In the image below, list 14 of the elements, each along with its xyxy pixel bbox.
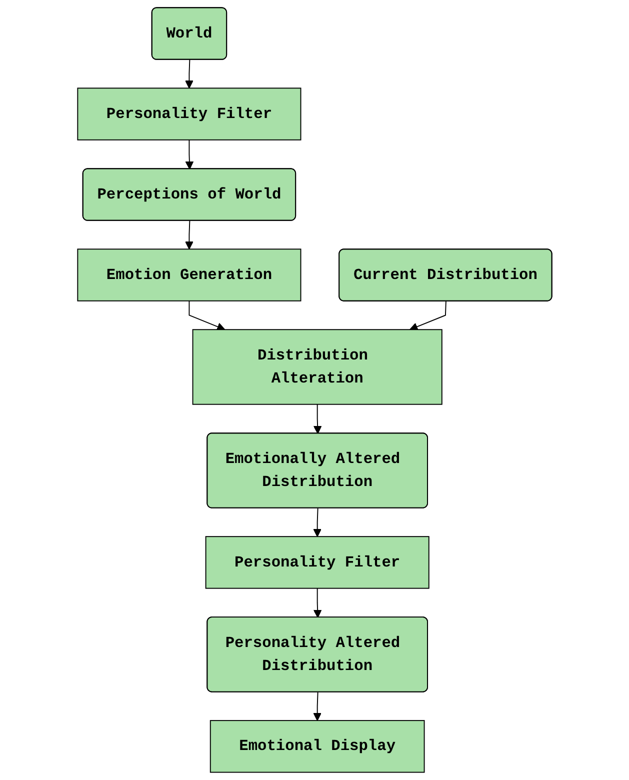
arrow <box>409 300 446 331</box>
arrow <box>313 404 322 434</box>
node-box: Emotional Display <box>210 720 425 773</box>
arrow <box>184 220 194 250</box>
arrow <box>184 139 194 170</box>
arrow <box>184 59 194 89</box>
arrow <box>188 300 225 331</box>
node-box: Personality Filter <box>76 88 301 140</box>
arrow <box>312 692 322 721</box>
node-box: Emotion Generation <box>76 248 301 302</box>
node-box: Distribution Alteration <box>192 329 442 405</box>
node-box: Personality Filter <box>205 536 430 589</box>
arrow <box>312 508 322 537</box>
arrow <box>313 588 322 618</box>
